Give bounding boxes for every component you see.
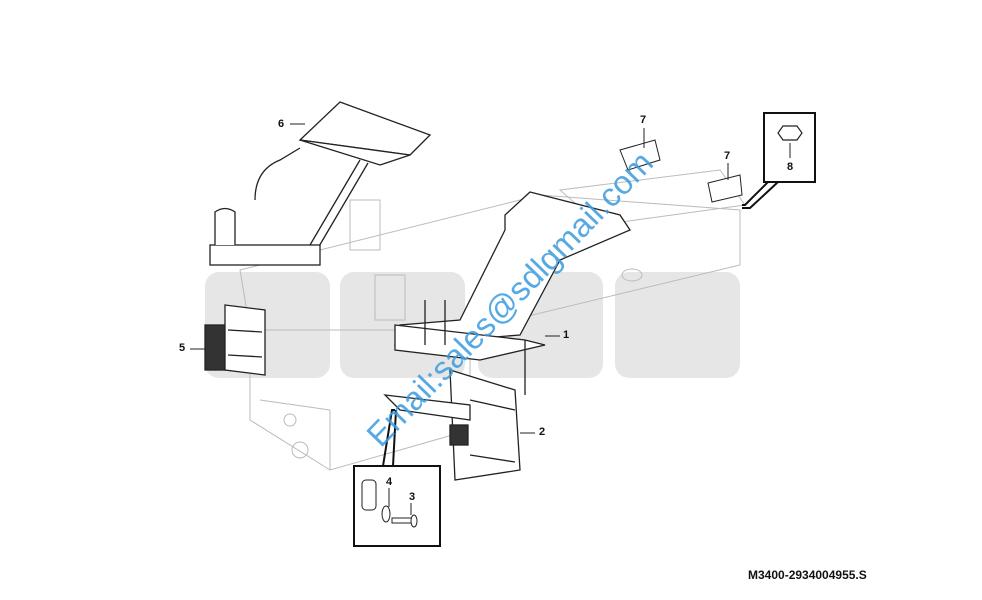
callout-8: 8 [787,161,794,173]
washer-part-4 [381,505,391,523]
part-2-step [383,369,521,481]
drawing-code: M3400-2934004955.S [748,568,867,582]
part-1-fender [394,191,631,395]
part-5-step [204,304,266,376]
part-6-guard [209,101,432,266]
part-7-pad-a [619,139,661,171]
part-7-pad-b [707,174,743,203]
callout-2: 2 [539,426,546,438]
bolt-part-3 [391,514,418,528]
callout-5: 5 [179,342,186,354]
detail-box-8 [742,112,816,209]
callout-6: 6 [278,118,285,130]
callout-4: 4 [386,476,393,488]
bracket-part [361,479,377,511]
callout-7b: 7 [724,150,731,162]
callout-7a: 7 [640,114,647,126]
callout-1: 1 [563,329,570,341]
leader-lines [190,123,729,434]
callout-3: 3 [409,491,416,503]
nut-icon [777,125,803,141]
